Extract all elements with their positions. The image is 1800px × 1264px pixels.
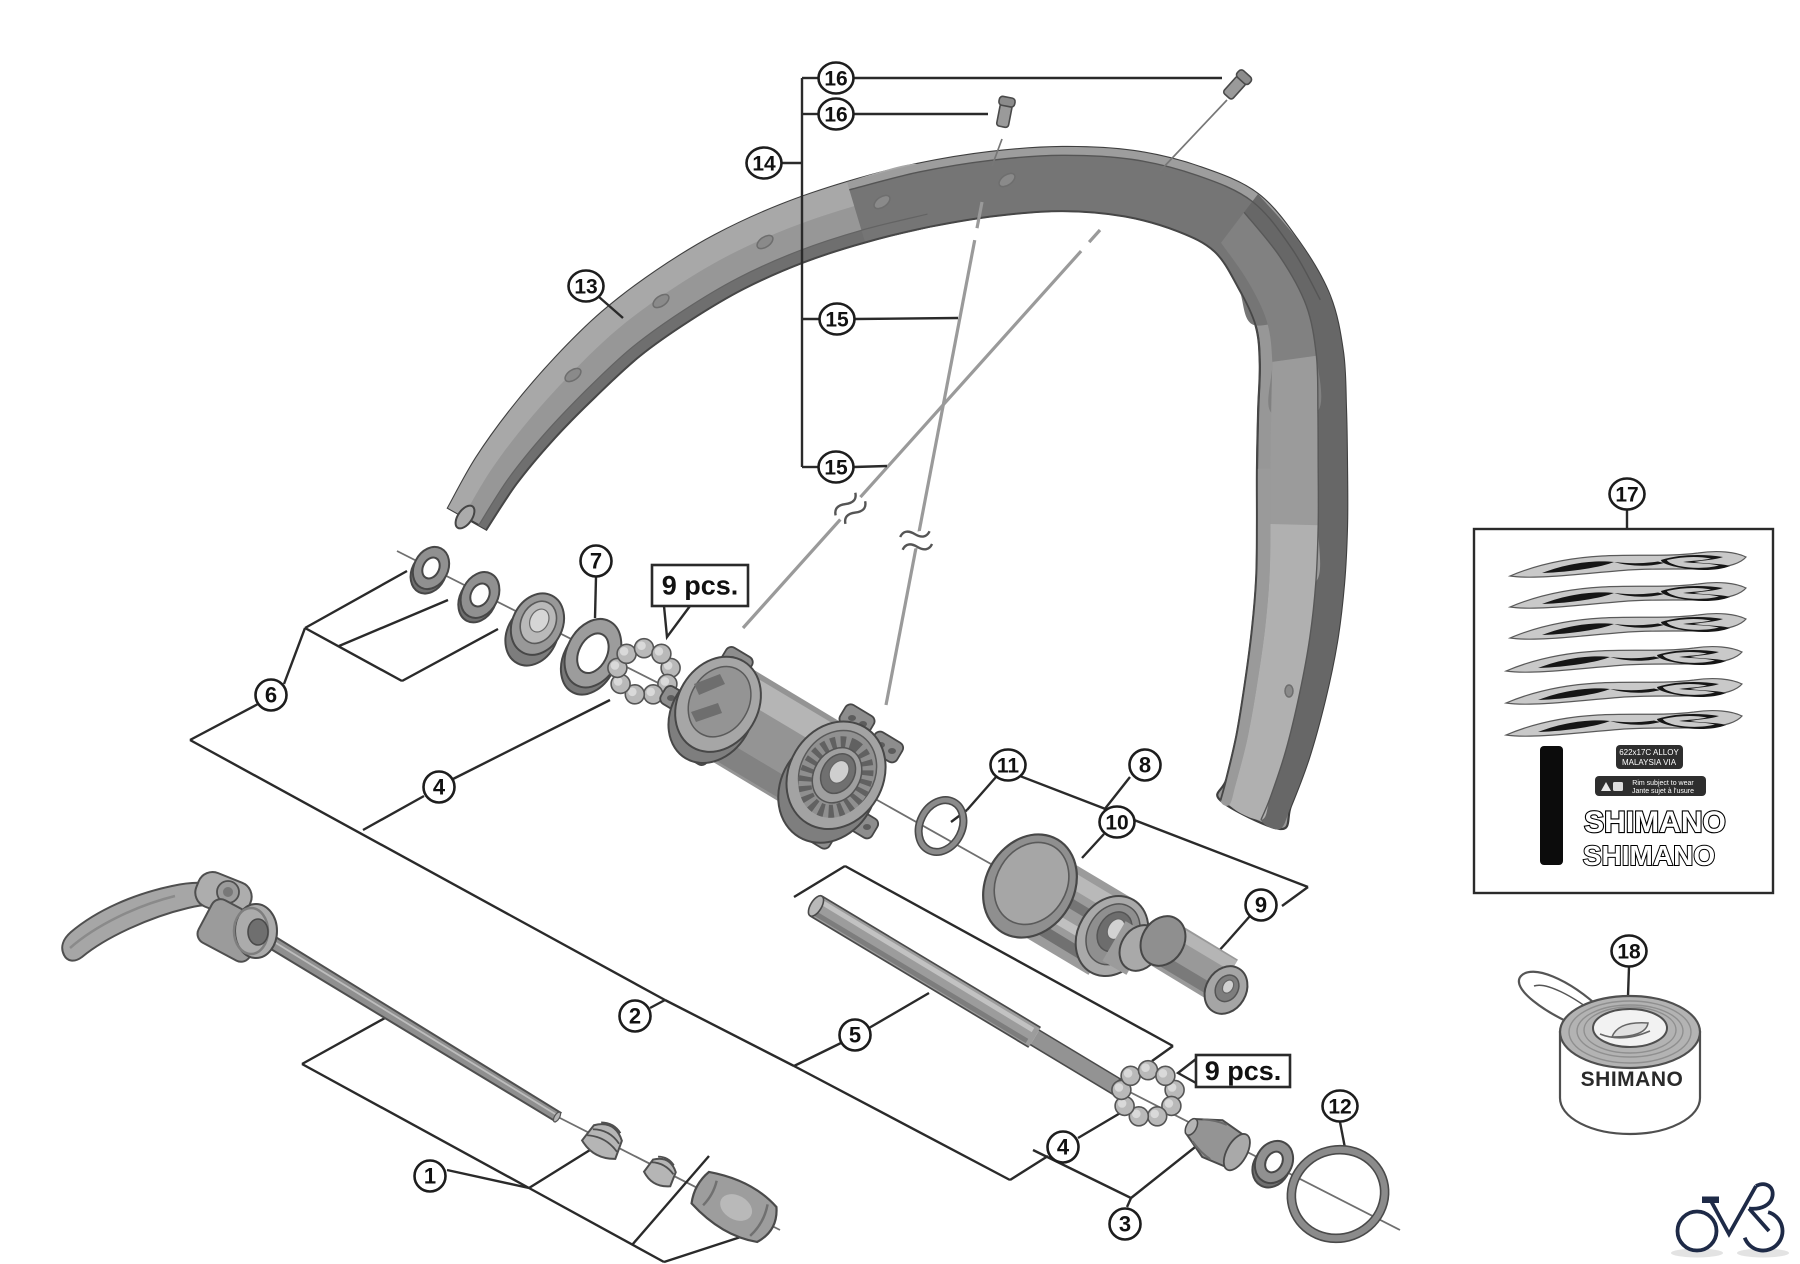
svg-text:16: 16	[824, 104, 847, 127]
svg-text:SHIMANO: SHIMANO	[1583, 840, 1715, 871]
svg-text:7: 7	[590, 549, 602, 574]
svg-text:Jante sujet à l'usure: Jante sujet à l'usure	[1632, 788, 1694, 795]
svg-text:6: 6	[265, 683, 277, 708]
svg-text:1: 1	[424, 1164, 436, 1189]
svg-text:9 pcs.: 9 pcs.	[1205, 1056, 1282, 1086]
svg-text:15: 15	[824, 457, 848, 480]
svg-text:11: 11	[997, 755, 1020, 778]
svg-text:3: 3	[1119, 1212, 1131, 1237]
svg-text:17: 17	[1615, 484, 1638, 507]
svg-text:18: 18	[1617, 941, 1641, 964]
svg-text:4: 4	[1057, 1135, 1070, 1160]
svg-text:15: 15	[825, 309, 849, 332]
svg-text:Rim subject to wear: Rim subject to wear	[1632, 780, 1694, 787]
svg-text:14: 14	[752, 153, 776, 176]
svg-text:5: 5	[849, 1023, 861, 1048]
svg-text:16: 16	[824, 68, 847, 91]
svg-text:9 pcs.: 9 pcs.	[662, 571, 739, 601]
svg-text:4: 4	[433, 775, 446, 800]
svg-text:622x17C ALLOY: 622x17C ALLOY	[1619, 748, 1679, 757]
svg-text:9: 9	[1255, 893, 1267, 918]
svg-text:13: 13	[574, 276, 597, 299]
svg-text:12: 12	[1328, 1096, 1351, 1119]
svg-text:SHIMANO: SHIMANO	[1581, 1068, 1684, 1091]
svg-text:SHIMANO: SHIMANO	[1584, 806, 1726, 839]
svg-text:10: 10	[1105, 812, 1128, 835]
svg-text:2: 2	[629, 1004, 641, 1029]
svg-text:8: 8	[1139, 753, 1151, 778]
svg-text:MALAYSIA VIA: MALAYSIA VIA	[1622, 758, 1677, 767]
